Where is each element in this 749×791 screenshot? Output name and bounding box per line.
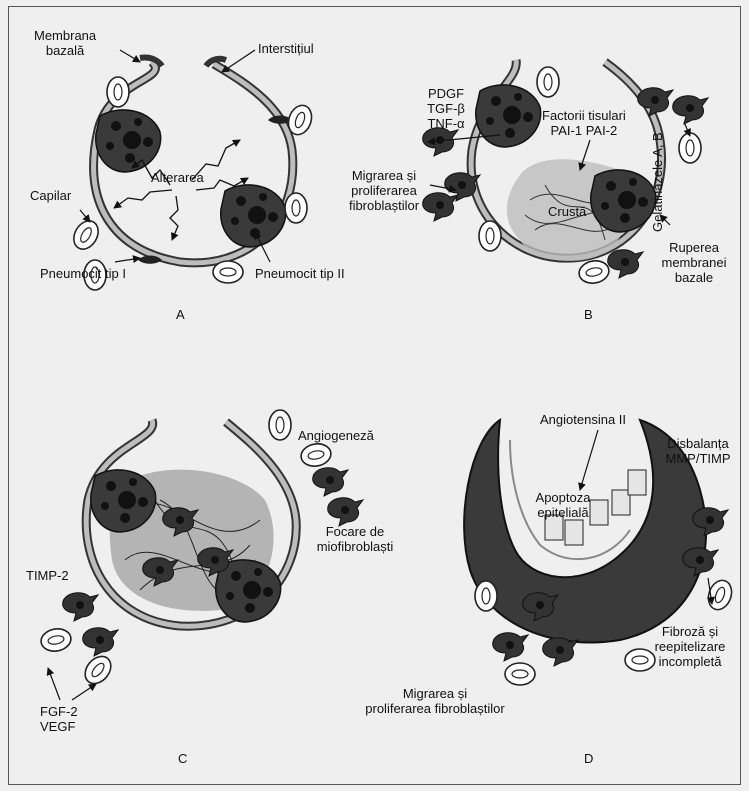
panel-a-red-blood-cell <box>69 217 103 254</box>
label-factorii-tisulari: Factorii tisulari PAI-1 PAI-2 <box>542 108 626 138</box>
panel-c-myofibroblast <box>83 628 118 656</box>
label-apoptoza: Apoptoza epitelială <box>528 490 598 520</box>
label-line: PAI-1 PAI-2 <box>542 123 626 138</box>
panel-b-red-blood-cell <box>479 221 501 251</box>
label-vegf: VEGF <box>40 719 75 734</box>
label-line: membranei <box>658 255 730 270</box>
label-line: Disbalanța <box>660 436 736 451</box>
label-line: bazală <box>34 43 96 58</box>
label-line: miofibroblaști <box>310 539 400 554</box>
panel-b-red-blood-cell <box>537 67 559 97</box>
label-disbalanta: Disbalanța MMP/TIMP <box>660 436 736 466</box>
panel-a-pneumocyte-type2 <box>221 185 286 247</box>
label-line: Factorii tisulari <box>542 108 626 123</box>
panel-d-fibroblast <box>543 638 578 666</box>
label-line: proliferarea <box>340 183 428 198</box>
label-angiotensina: Angiotensina II <box>540 412 626 427</box>
label-membrana-bazala: Membrana bazală <box>34 28 96 58</box>
label-line: incompletă <box>648 654 732 669</box>
label-line: Membrana <box>34 28 96 43</box>
label-line: fibroblaștilor <box>340 198 428 213</box>
panel-c-myofibroblast <box>313 468 348 496</box>
label-pneumocit-tip-2: Pneumocit tip II <box>255 266 345 281</box>
panel-a-letter-label: A <box>176 307 185 322</box>
panel-c-red-blood-cell <box>269 410 291 440</box>
label-line: Fibroză și <box>648 624 732 639</box>
label-line: Migrarea și <box>340 168 428 183</box>
panel-c-letter-label: C <box>178 751 187 766</box>
panel-b-letter-label: B <box>584 307 593 322</box>
label-line: Migrarea și <box>350 686 520 701</box>
panel-b-fibroblast <box>673 96 708 124</box>
panel-d-red-blood-cell <box>475 581 497 611</box>
panel-b-red-blood-cell <box>577 259 610 286</box>
panel-b-pneumocyte-type2 <box>476 85 541 147</box>
label-capilar: Capilar <box>30 188 71 203</box>
label-line: bazale <box>658 270 730 285</box>
label-line: Ruperea <box>658 240 730 255</box>
label-pdgf: PDGF <box>420 86 472 101</box>
label-line: proliferarea fibroblaștilor <box>350 701 520 716</box>
panel-a-red-blood-cell <box>213 261 243 283</box>
panel-c-myofibroblast <box>328 498 363 526</box>
label-tgf-beta: TGF-β <box>420 101 472 116</box>
panel-d-red-blood-cell <box>505 663 535 685</box>
label-line: MMP/TIMP <box>660 451 736 466</box>
label-growth-factors: PDGF TGF-β TNF-α <box>420 86 472 131</box>
panel-b-fibroblast <box>638 88 673 116</box>
panel-c-red-blood-cell <box>80 651 116 688</box>
panel-d-letter-label: D <box>584 751 593 766</box>
label-alterarea: Alterarea <box>151 170 204 185</box>
panel-b-pneumocyte-type2 <box>591 170 656 232</box>
label-timp2: TIMP-2 <box>26 568 69 583</box>
panel-c-myofibroblast <box>63 593 98 621</box>
label-line: Focare de <box>310 524 400 539</box>
label-migrarea-d: Migrarea și proliferarea fibroblaștilor <box>350 686 520 716</box>
panel-a-pneumocyte-type2 <box>96 110 161 172</box>
panel-a-red-blood-cell <box>285 193 307 223</box>
panel-b-fibroblast <box>608 250 643 278</box>
label-gelatinazele: Gelatinazele A, B <box>650 132 665 232</box>
label-migrarea-b: Migrarea și proliferarea fibroblaștilor <box>340 168 428 213</box>
panel-b-fibroblast <box>423 193 458 221</box>
label-line: Apoptoza <box>528 490 598 505</box>
panel-b-red-blood-cell <box>679 133 701 163</box>
label-tnf-alpha: TNF-α <box>420 116 472 131</box>
label-pneumocit-tip-1: Pneumocit tip I <box>40 266 126 281</box>
panel-d-fibroblast <box>493 633 528 661</box>
label-fgf2: FGF-2 <box>40 704 78 719</box>
panel-c-red-blood-cell <box>299 442 332 469</box>
label-interstitiul: Interstițiul <box>258 41 314 56</box>
panel-a-red-blood-cell <box>107 77 129 107</box>
label-focare: Focare de miofibroblaști <box>310 524 400 554</box>
panel-c-red-blood-cell <box>39 627 72 654</box>
label-ruperea: Ruperea membranei bazale <box>658 240 730 285</box>
label-line: epitelială <box>528 505 598 520</box>
label-crusta: Crustă <box>548 204 586 219</box>
label-fibroza: Fibroză și reepitelizare incompletă <box>648 624 732 669</box>
label-angiogeneza: Angiogeneză <box>298 428 374 443</box>
label-line: reepitelizare <box>648 639 732 654</box>
